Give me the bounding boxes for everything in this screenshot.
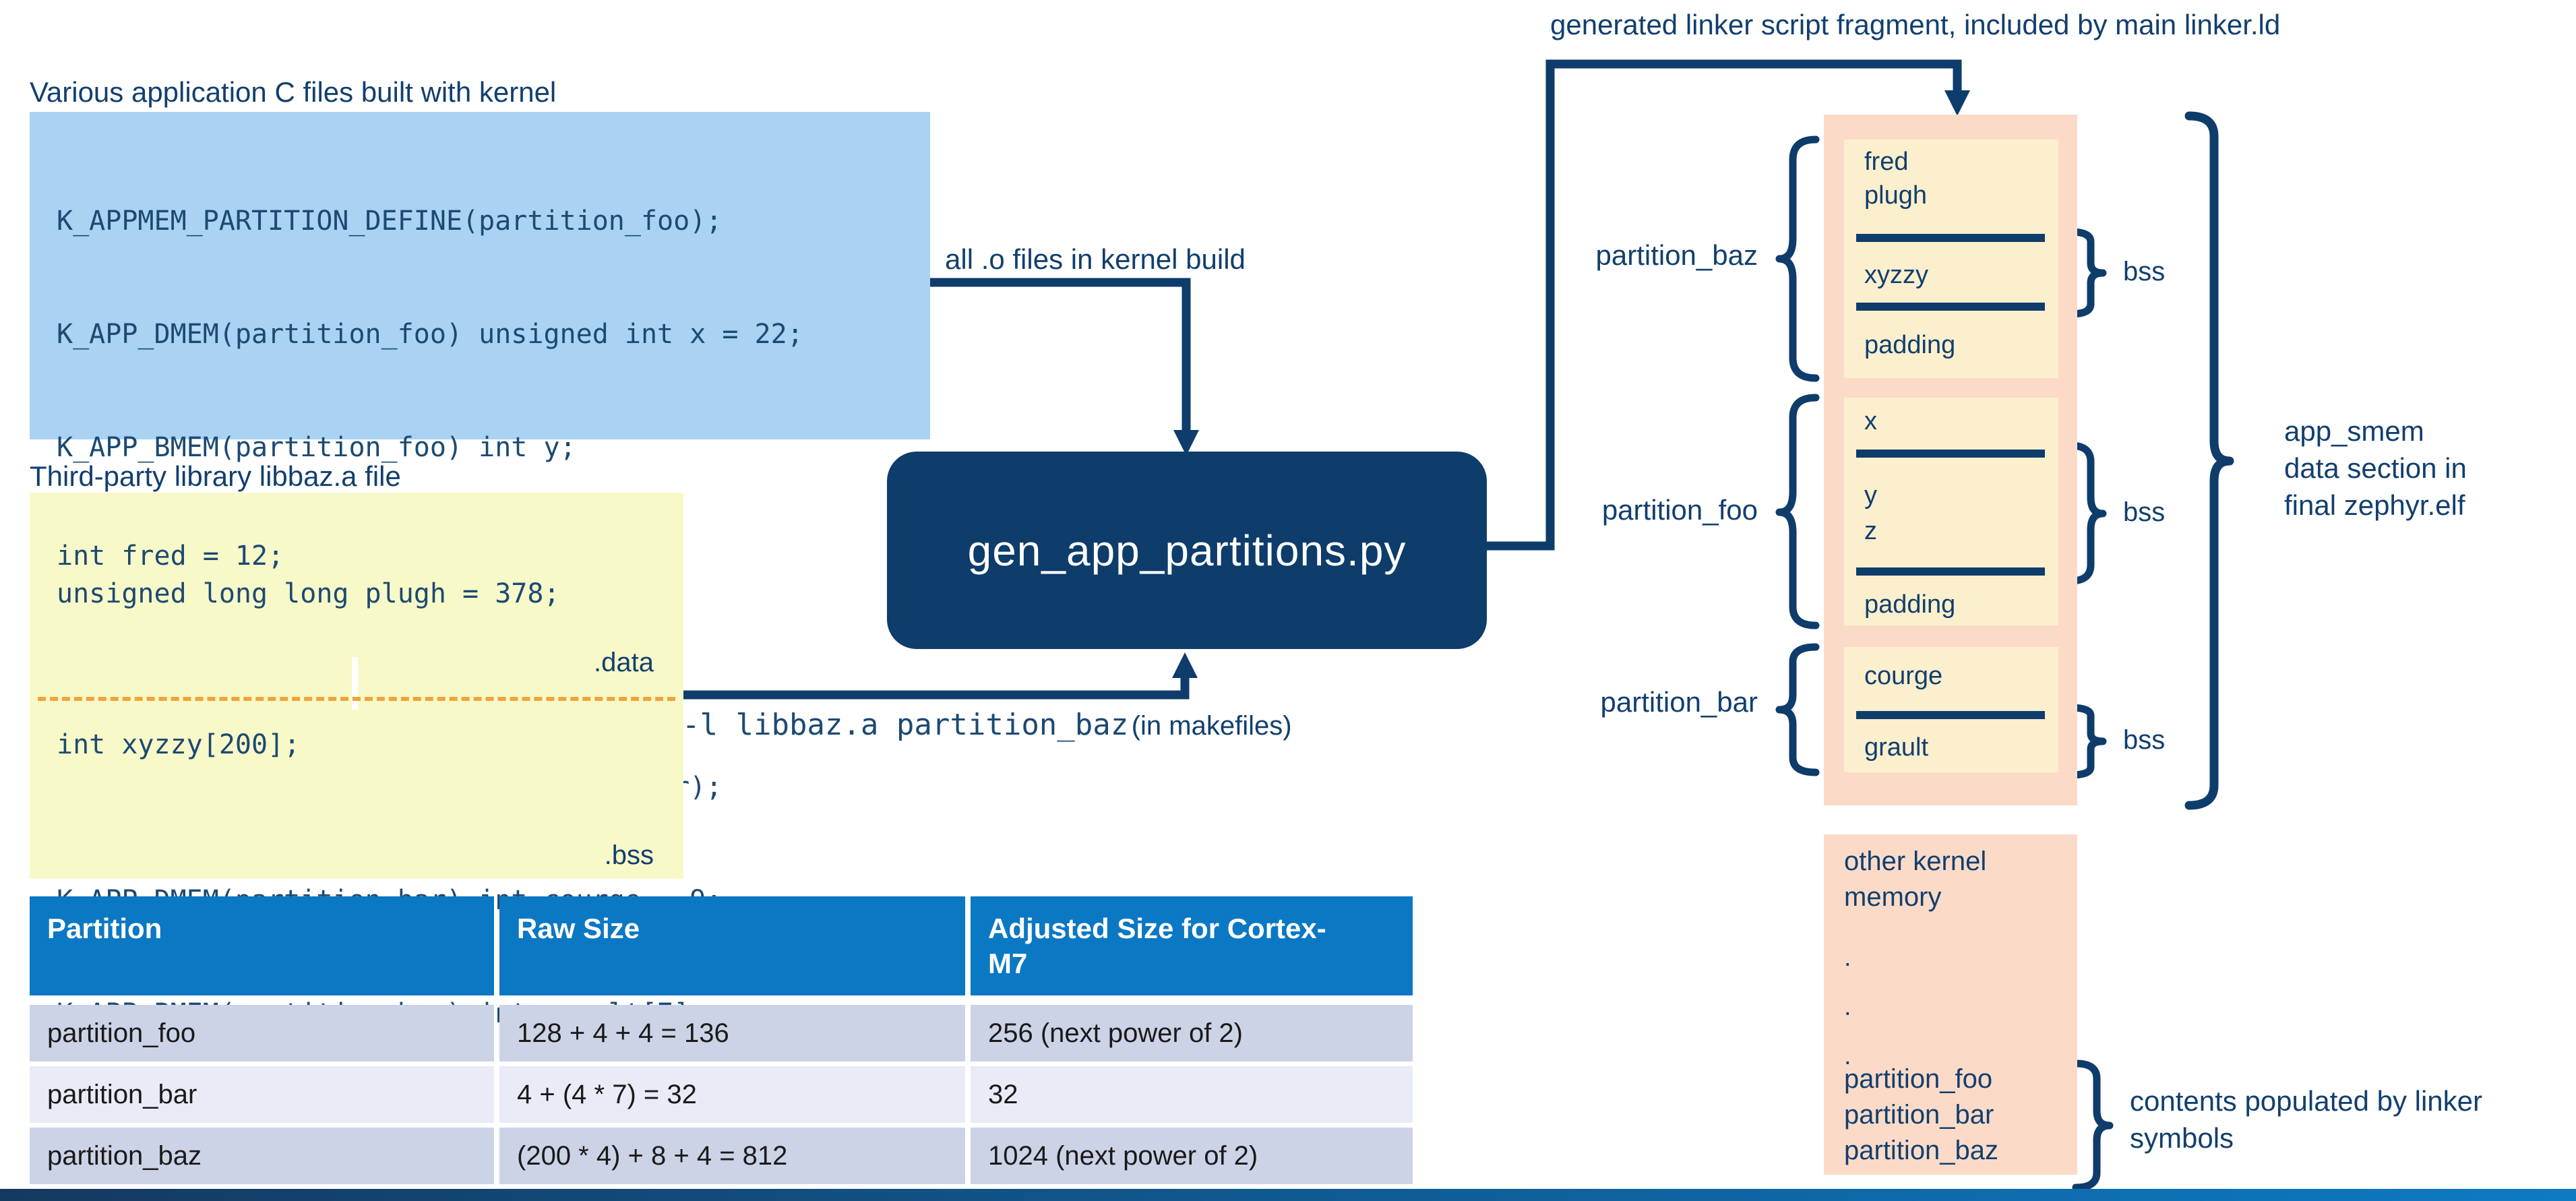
ellipsis-dot: . (1844, 993, 1851, 1021)
brace-partition-bar (1775, 643, 1820, 776)
mem-divider (1856, 711, 2045, 719)
makefile-note: (in makefiles) (1131, 711, 1292, 741)
lib-line-plugh: unsigned long long plugh = 378; (57, 578, 560, 609)
linker-symbols-note: contents populated by linker symbols (2130, 1082, 2482, 1157)
brace-app-smem (2184, 111, 2234, 810)
app-smem-note: app_smem data section in final zephyr.el… (2284, 412, 2467, 524)
mem-item-y: y (1864, 481, 1877, 510)
data-bss-divider (38, 697, 675, 701)
other-kernel-memory-title: other kernel memory (1844, 846, 1987, 912)
arrow-o-files (930, 278, 1191, 433)
mem-divider (1856, 450, 2045, 458)
mem-item-plugh: plugh (1864, 181, 1927, 210)
all-o-files-label: all .o files in kernel build (945, 243, 1246, 275)
brace-linker-symbols (2072, 1059, 2114, 1192)
table-cell: partition_baz (30, 1128, 494, 1184)
data-section-tag: .data (594, 648, 654, 677)
code-line: K_APP_BMEM(partition_foo) int y; (57, 432, 576, 463)
table-header-raw-size: Raw Size (499, 896, 965, 995)
brace-partition-baz (1775, 135, 1820, 382)
ellipsis-dot: . (1844, 1042, 1851, 1070)
mem-divider (1856, 303, 2045, 311)
table-header-adjusted-size: Adjusted Size for Cortex-M7 (971, 896, 1413, 995)
mem-item-courge: courge (1864, 662, 1943, 690)
arrow-linker-fragment (1487, 59, 1962, 551)
mem-item-z: z (1864, 517, 1877, 545)
brace-bss-baz (2066, 228, 2107, 318)
table-cell: 1024 (next power of 2) (971, 1128, 1413, 1184)
mem-divider (1856, 567, 2045, 576)
partition-bar-label: partition_bar (1600, 686, 1758, 718)
code-line: K_APP_DMEM(partition_foo) unsigned int x… (57, 319, 803, 350)
mem-item-padding: padding (1864, 331, 1956, 359)
brace-bss-foo (2066, 441, 2107, 585)
table-cell: 256 (next power of 2) (971, 1005, 1413, 1061)
other-item-partition-baz: partition_baz (1844, 1136, 1999, 1165)
mem-item-x: x (1864, 407, 1877, 435)
arrowhead-up-gen (1172, 652, 1198, 678)
mem-item-grault: grault (1864, 733, 1929, 762)
table-cell: 32 (971, 1066, 1413, 1123)
table-cell: (200 * 4) + 8 + 4 = 812 (499, 1128, 965, 1184)
table-header-text: Raw Size (517, 913, 640, 944)
app-smem-note-line: app_smem (2284, 415, 2424, 447)
mem-item-fred: fred (1864, 148, 1909, 176)
bss-label-bar: bss (2123, 725, 2166, 755)
mem-item-xyzzy: xyzzy (1864, 261, 1928, 289)
partition-bar-box: courge grault (1844, 647, 2058, 772)
gen-app-partitions-label: gen_app_partitions.py (967, 526, 1407, 575)
cursor-artifact (352, 657, 358, 710)
table-header-text: Partition (47, 913, 162, 944)
other-kernel-memory-box: other kernel memory . . . partition_foo … (1824, 834, 2077, 1175)
bss-section-tag: .bss (604, 840, 654, 870)
arrowhead-down-memory (1944, 90, 1970, 116)
code-line: K_APPMEM_PARTITION_DEFINE(partition_foo)… (57, 206, 723, 237)
app-files-label: Various application C files built with k… (30, 76, 557, 108)
other-item-partition-bar: partition_bar (1844, 1100, 1994, 1130)
linker-symbols-note-line: symbols (2130, 1122, 2234, 1154)
third-party-label: Third-party library libbaz.a file (30, 460, 401, 492)
libbaz-block: int fred = 12; unsigned long long plugh … (30, 493, 683, 879)
brace-bss-bar (2066, 704, 2107, 779)
arrow-libbaz (683, 675, 1190, 700)
other-item-partition-foo: partition_foo (1844, 1064, 1993, 1094)
app-smem-note-line: data section in (2284, 452, 2467, 484)
app-smem-note-line: final zephyr.elf (2284, 489, 2465, 521)
table-cell: partition_foo (30, 1005, 494, 1061)
table-cell: 4 + (4 * 7) = 32 (499, 1066, 965, 1123)
table-cell: partition_bar (30, 1066, 494, 1123)
table-cell: 128 + 4 + 4 = 136 (499, 1005, 965, 1061)
gen-app-partitions-box: gen_app_partitions.py (887, 452, 1487, 649)
bss-label-foo: bss (2123, 497, 2166, 527)
partition-baz-box: fred plugh xyzzy padding (1844, 140, 2058, 378)
arrowhead-down-gen (1173, 430, 1199, 456)
generated-fragment-label: generated linker script fragment, includ… (1550, 9, 2281, 40)
mem-divider (1856, 234, 2045, 242)
slide-footer-bar (0, 1189, 2576, 1201)
brace-partition-foo (1775, 394, 1820, 629)
table-header-partition: Partition (30, 896, 494, 995)
partition-foo-box: x y z padding (1844, 398, 2058, 625)
ellipsis-dot: . (1844, 944, 1851, 972)
makefile-command: -l libbaz.a partition_baz (682, 708, 1129, 742)
partition-baz-label: partition_baz (1595, 239, 1758, 271)
mem-item-padding: padding (1864, 590, 1956, 619)
bss-label-baz: bss (2123, 257, 2166, 286)
lib-line-xyzzy: int xyzzy[200]; (57, 729, 301, 760)
lib-line-fred: int fred = 12; (57, 541, 284, 572)
app-code-block: K_APPMEM_PARTITION_DEFINE(partition_foo)… (30, 112, 930, 1029)
linker-symbols-note-line: contents populated by linker (2130, 1085, 2483, 1117)
table-header-text: Adjusted Size for Cortex-M7 (988, 913, 1326, 979)
makefile-invocation: -l libbaz.a partition_baz (in makefiles) (682, 706, 1292, 744)
partition-foo-label: partition_foo (1601, 494, 1758, 526)
